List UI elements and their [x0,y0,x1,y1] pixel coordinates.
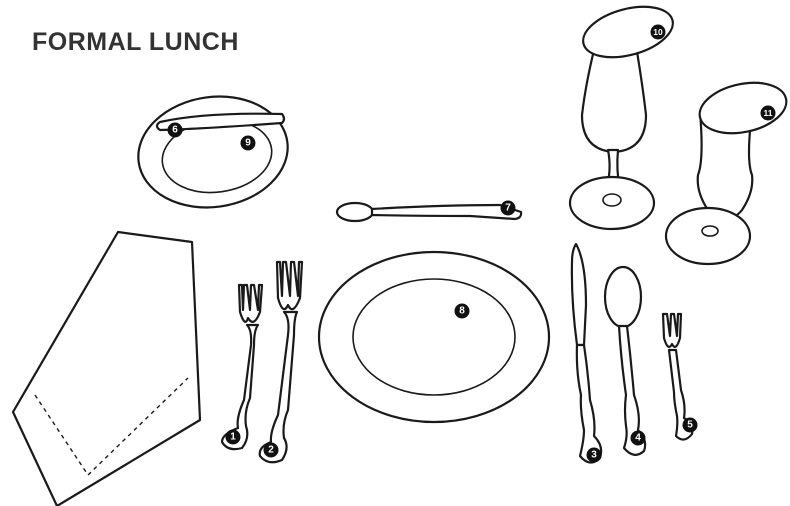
marker-1-label: 1 [230,432,236,443]
marker-2-label: 2 [268,445,274,456]
water-goblet [568,5,674,231]
salad-fork [220,283,264,451]
marker-1: 1 [225,429,241,445]
marker-3-label: 3 [591,450,597,461]
marker-11: 11 [760,105,776,121]
marker-7-label: 7 [505,203,511,214]
dessert-spoon [335,201,523,223]
marker-10: 10 [650,24,666,40]
teaspoon [603,265,647,456]
diagram-title: FORMAL LUNCH [32,28,239,56]
marker-3: 3 [586,447,602,463]
marker-2: 2 [263,442,279,458]
marker-9: 9 [240,135,256,151]
iced-tea-glass [664,81,788,266]
marker-6: 6 [167,122,183,138]
marker-10-label: 10 [653,27,663,37]
marker-4: 4 [630,430,646,446]
napkin [11,230,202,506]
dinner-fork [258,260,304,464]
dinner-plate [317,250,551,424]
marker-8: 8 [454,303,470,319]
marker-5-label: 5 [687,420,693,431]
marker-8-label: 8 [459,306,465,317]
marker-6-label: 6 [172,125,178,136]
marker-9-label: 9 [245,138,251,149]
seafood-fork [661,312,694,441]
marker-4-label: 4 [635,433,641,444]
butter-knife [155,112,286,132]
bread-plate [137,95,289,209]
marker-7: 7 [500,200,516,216]
marker-5: 5 [682,417,698,433]
marker-11-label: 11 [764,108,773,118]
dinner-knife [570,242,603,464]
